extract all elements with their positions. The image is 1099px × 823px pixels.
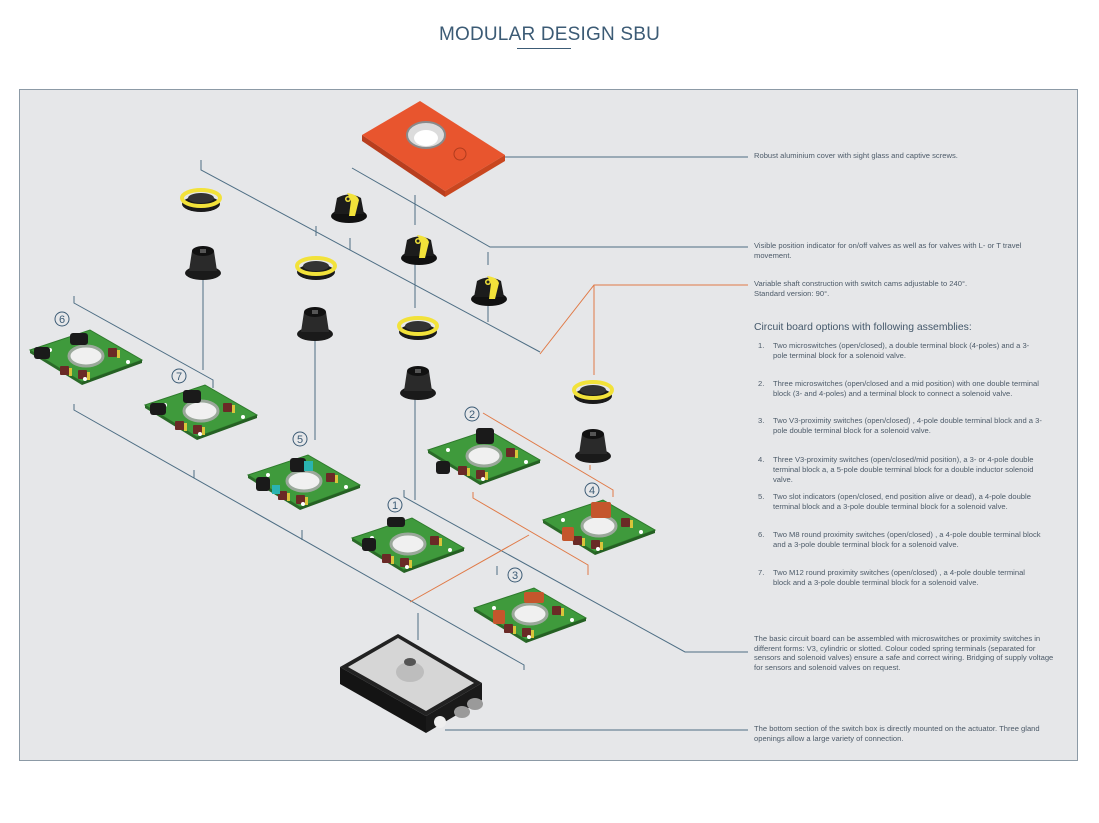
cam-ring-4 <box>572 380 614 406</box>
svg-text:6: 6 <box>59 314 65 326</box>
position-indicator-3 <box>471 276 507 306</box>
callout-cover: Robust aluminium cover with sight glass … <box>754 151 958 160</box>
board-badge-2: 2 <box>464 406 480 422</box>
leader-board-6-7 <box>73 296 214 388</box>
board-badge-6: 6 <box>54 311 70 327</box>
bottom-housing <box>340 634 483 733</box>
aluminium-cover <box>362 101 505 197</box>
board-badge-7: 7 <box>171 368 187 384</box>
option-item: 1. Two microswitches (open/closed), a do… <box>758 341 1030 360</box>
title-underline <box>517 48 571 49</box>
svg-text:4: 4 <box>589 485 595 497</box>
leader-indicator <box>351 167 748 248</box>
position-indicator-2 <box>401 235 437 265</box>
leader-lines <box>73 156 748 731</box>
callout-shaft-line2: Standard version: 90°. <box>754 288 830 298</box>
board-badge-3: 3 <box>507 567 523 583</box>
option-item: 5. Two slot indicators (open/closed, end… <box>758 492 1031 511</box>
position-indicator-1 <box>331 193 367 223</box>
option-item: 3. Two V3-proximity switches (open/close… <box>758 416 1042 435</box>
board-badge-1: 1 <box>387 497 403 513</box>
option-item: 4. Three V3-proximity switches (open/clo… <box>758 455 1034 484</box>
cam-ring-3 <box>397 316 439 342</box>
cam-ring-2 <box>295 256 337 282</box>
cam-ring-1 <box>180 188 222 214</box>
leader-board-stack <box>73 404 525 670</box>
svg-text:7: 7 <box>176 371 182 383</box>
shaft-2 <box>297 307 333 341</box>
board-badge-4: 4 <box>584 482 600 498</box>
shaft-1 <box>185 246 221 280</box>
svg-text:3: 3 <box>512 570 518 582</box>
shaft-4 <box>575 429 611 463</box>
callout-basic-board: The basic circuit board can be assembled… <box>754 634 1054 672</box>
callout-shaft: Variable shaft construction with switch … <box>754 279 1054 298</box>
board-badge-5: 5 <box>292 431 308 447</box>
callout-indicator: Visible position indicator for on/off va… <box>754 241 1022 260</box>
svg-text:1: 1 <box>392 500 398 512</box>
callout-bottom: The bottom section of the switch box is … <box>754 724 1040 743</box>
svg-text:2: 2 <box>469 409 475 421</box>
leader-basic-board <box>403 490 748 653</box>
svg-text:5: 5 <box>297 434 303 446</box>
shaft-leader-lines <box>409 284 748 603</box>
leader-diagonal-ring <box>200 160 541 353</box>
option-item: 6. Two M8 round proximity switches (open… <box>758 530 1041 549</box>
page-title: MODULAR DESIGN SBU <box>438 24 661 45</box>
options-heading: Circuit board options with following ass… <box>754 322 972 333</box>
option-item: 7. Two M12 round proximity switches (ope… <box>758 568 1025 587</box>
shaft-3 <box>400 366 436 400</box>
leader-shaft <box>539 284 748 355</box>
option-item: 2. Three microswitches (open/closed and … <box>758 379 1039 398</box>
callout-shaft-line1: Variable shaft construction with switch … <box>754 279 968 288</box>
